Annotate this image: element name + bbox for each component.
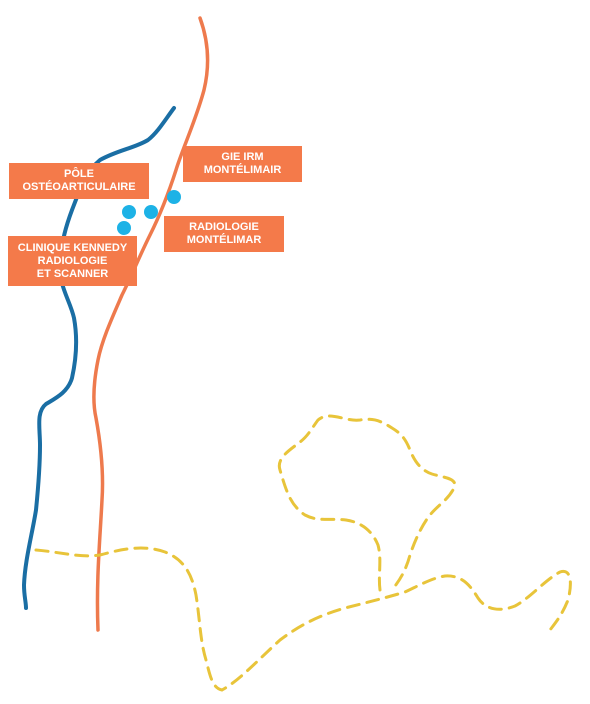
label-radiologie-line1: RADIOLOGIE (189, 221, 259, 233)
label-clinique-kennedy[interactable]: CLINIQUE KENNEDY RADIOLOGIE ET SCANNER (8, 236, 137, 286)
label-clinique-line3: ET SCANNER (36, 267, 109, 280)
road-line (92, 16, 210, 632)
label-radiologie-montelimar[interactable]: RADIOLOGIE MONTÉLIMAR (164, 216, 284, 252)
river-line (22, 106, 176, 610)
radiologie-marker[interactable] (144, 205, 158, 219)
label-pole-line1: PÔLE (64, 168, 94, 180)
label-radiologie-line2: MONTÉLIMAR (186, 234, 262, 246)
boundary-west (34, 546, 572, 692)
clinique-marker[interactable] (117, 221, 131, 235)
pole-marker[interactable] (122, 205, 136, 219)
label-gie-line1: GIE IRM (221, 151, 264, 163)
gie-marker[interactable] (167, 190, 181, 204)
label-clinique-line2: RADIOLOGIE (37, 254, 108, 267)
boundary-loop (277, 414, 457, 592)
label-clinique-line1: CLINIQUE KENNEDY (17, 241, 128, 254)
label-pole-line2: OSTÉOARTICULAIRE (22, 181, 136, 193)
label-pole-osteoarticulaire[interactable]: PÔLE OSTÉOARTICULAIRE (9, 163, 149, 199)
label-gie-irm[interactable]: GIE IRM MONTÉLIMAIR (183, 146, 302, 182)
label-gie-line2: MONTÉLIMAIR (203, 164, 282, 176)
